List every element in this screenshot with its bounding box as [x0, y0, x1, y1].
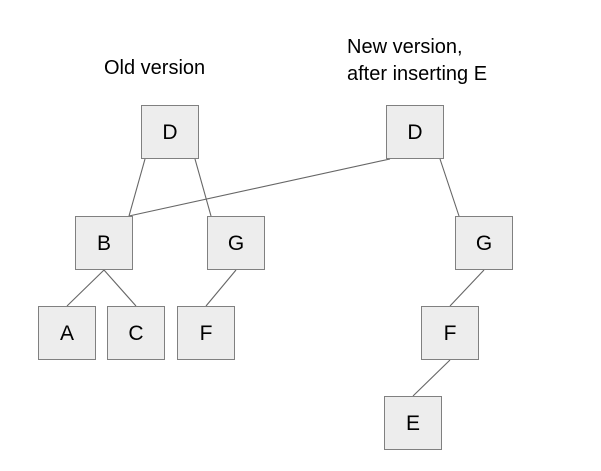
tree-node-label: F: [199, 321, 213, 345]
tree-edge-d-new-to-g-new: [439, 158, 460, 217]
tree-node-label: G: [227, 231, 245, 255]
tree-edge-d-old-to-b-old: [128, 158, 146, 217]
old-version-title: Old version: [104, 57, 206, 79]
tree-edge-f-new-to-e-new: [412, 359, 451, 397]
tree-node-label: B: [96, 231, 111, 255]
tree-node-e-new: E: [384, 396, 442, 450]
tree-node-label: A: [59, 321, 74, 345]
tree-node-d-new: D: [386, 105, 444, 159]
tree-node-g-new: G: [455, 216, 513, 270]
tree-node-label: D: [407, 120, 423, 144]
new-version-title-line-2: after inserting E: [347, 63, 488, 85]
tree-edge-b-old-to-c-old: [103, 269, 137, 307]
tree-edge-g-old-to-f-old: [205, 269, 237, 307]
tree-node-b-old: B: [75, 216, 133, 270]
tree-node-c-old: C: [107, 306, 165, 360]
new-version-title-line-1: New version,: [347, 36, 463, 58]
tree-node-d-old: D: [141, 105, 199, 159]
tree-node-label: F: [443, 321, 457, 345]
tree-node-f-new: F: [421, 306, 479, 360]
tree-node-label: D: [162, 120, 178, 144]
shared-edge-d-new-to-b-old: [128, 158, 391, 217]
tree-edge-d-old-to-g-old: [194, 158, 212, 217]
new-version-title: New version, after inserting E: [347, 34, 487, 88]
tree-node-a-old: A: [38, 306, 96, 360]
tree-edge-b-old-to-a-old: [66, 269, 105, 307]
tree-node-g-old: G: [207, 216, 265, 270]
tree-node-label: E: [405, 411, 420, 435]
tree-node-f-old: F: [177, 306, 235, 360]
tree-node-label: G: [475, 231, 493, 255]
tree-node-label: C: [128, 321, 144, 345]
tree-edge-g-new-to-f-new: [449, 269, 485, 307]
